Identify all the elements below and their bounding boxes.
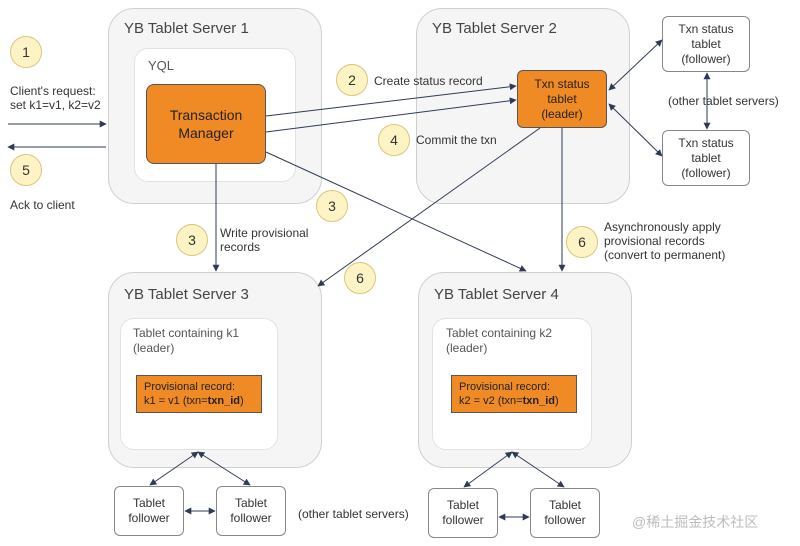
write-provisional-label: Write provisional records	[220, 226, 309, 254]
yql-title: YQL	[148, 58, 175, 73]
ack-label: Ack to client	[10, 198, 75, 212]
other-tablet-servers-right: (other tablet servers)	[668, 94, 779, 108]
transaction-manager: Transaction Manager	[146, 84, 266, 164]
txn-status-follower-bottom: Txn status tablet (follower)	[662, 130, 750, 186]
tablet-follower-s4-left: Tablet follower	[428, 488, 498, 538]
arrow-s3-right-follower	[197, 451, 251, 486]
step-3-circle-right: 3	[316, 190, 348, 222]
tablet-server-4-title: YB Tablet Server 4	[434, 286, 559, 303]
step-5-circle: 5	[10, 154, 42, 186]
tablet-k2-title: Tablet containing k2 (leader)	[446, 326, 553, 355]
tablet-follower-s3-left: Tablet follower	[114, 486, 184, 536]
arrow-write-k2	[265, 151, 527, 272]
record-k2-line2: k2 = v2 (txn=txn_id)	[459, 395, 559, 407]
tablet-server-2-title: YB Tablet Server 2	[432, 20, 557, 37]
other-tablet-servers-bottom: (other tablet servers)	[298, 507, 409, 521]
provisional-record-k2: Provisional record: k2 = v2 (txn=txn_id)	[451, 375, 577, 413]
step-6-circle-left: 6	[344, 262, 376, 294]
txn-status-tablet-leader: Txn status tablet (leader)	[517, 70, 607, 128]
arrow-apply-k1	[317, 127, 541, 287]
create-status-label: Create status record	[374, 74, 483, 88]
tablet-k1-title: Tablet containing k1 (leader)	[133, 326, 240, 355]
txn-status-follower-top: Txn status tablet (follower)	[662, 16, 750, 72]
arrow-s4-left-follower	[463, 451, 513, 488]
record-k1-line1: Provisional record:	[144, 381, 236, 393]
arrow-s4-right-follower	[511, 451, 565, 488]
step-1-circle: 1	[10, 36, 42, 68]
watermark: @稀土掘金技术社区	[632, 514, 759, 530]
step-6-circle-right: 6	[566, 226, 598, 258]
provisional-record-k1: Provisional record: k1 = v1 (txn=txn_id)	[136, 375, 262, 413]
arrow-leader-follower-bottom	[608, 103, 663, 157]
record-k1-line2: k1 = v1 (txn=txn_id)	[144, 395, 244, 407]
tablet-server-1-title: YB Tablet Server 1	[124, 20, 249, 37]
arrow-s3-left-follower	[149, 451, 199, 486]
commit-label: Commit the txn	[416, 133, 497, 147]
tablet-follower-s4-right: Tablet follower	[530, 488, 600, 538]
arrow-leader-follower-top	[608, 39, 663, 91]
tablet-follower-s3-right: Tablet follower	[216, 486, 286, 536]
record-k2-line1: Provisional record:	[459, 381, 551, 393]
async-apply-label: Asynchronously apply provisional records…	[604, 220, 726, 262]
step-2-circle: 2	[336, 64, 368, 96]
client-request-label: Client's request: set k1=v1, k2=v2	[10, 84, 101, 112]
tablet-server-3-title: YB Tablet Server 3	[124, 286, 249, 303]
arrow-commit	[265, 97, 517, 133]
step-3-circle-left: 3	[176, 224, 208, 256]
arrow-create-status	[265, 83, 517, 117]
step-4-circle: 4	[378, 124, 410, 156]
